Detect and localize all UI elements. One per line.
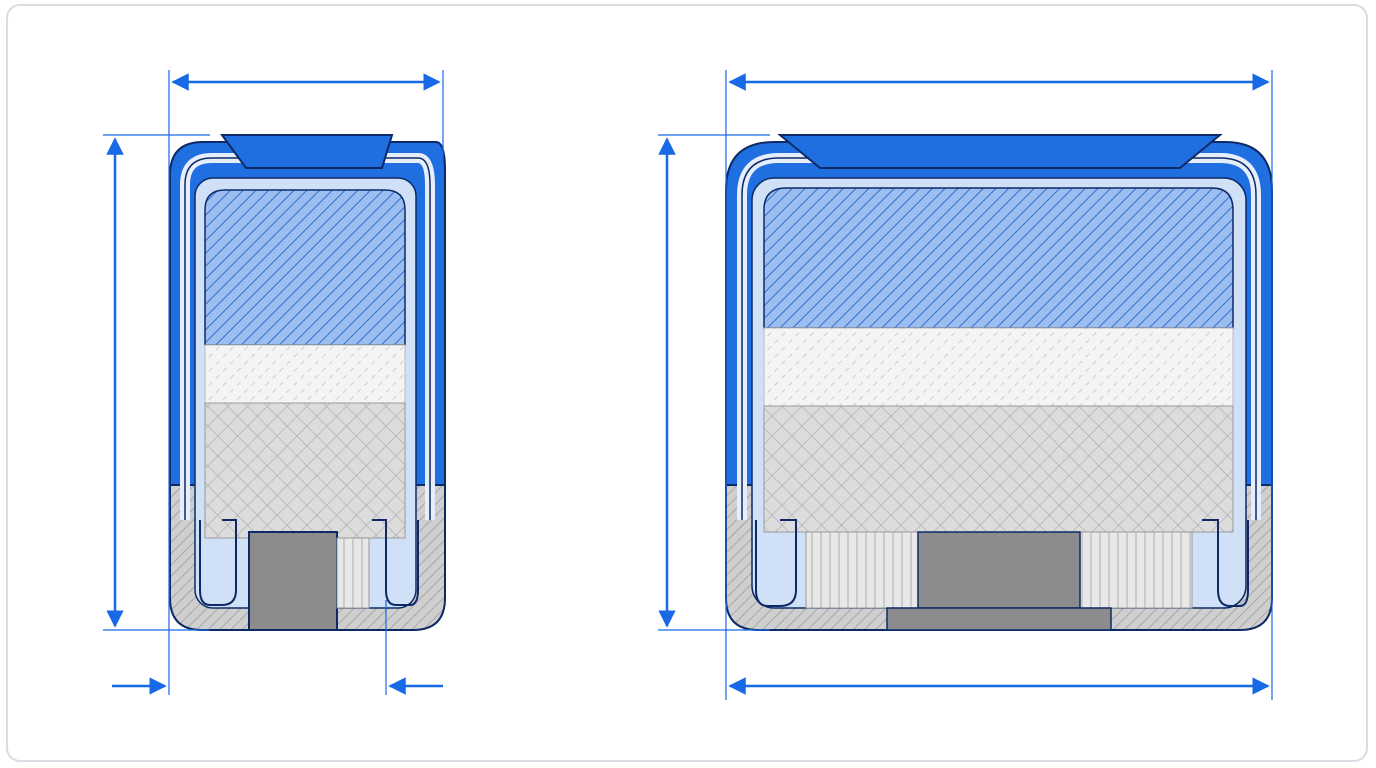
narrow-left-hook (199, 519, 237, 606)
narrow-cross-section (169, 134, 446, 631)
wide-left-hook (755, 519, 797, 607)
narrow-right-hook (372, 519, 419, 606)
wide-terminal-plate (886, 607, 1112, 631)
narrow-cap (220, 134, 394, 169)
wide-right-hook (1202, 519, 1249, 607)
narrow-light-dashed-layer (204, 344, 406, 404)
narrow-crosshatch-layer (204, 402, 406, 539)
wide-left-coil (805, 531, 919, 609)
wide-right-coil (1079, 531, 1193, 609)
narrow-center-terminal (248, 531, 338, 631)
wide-center-terminal (917, 531, 1081, 609)
dimension-lines (103, 70, 1273, 700)
narrow-hatched-blue-layer (204, 189, 406, 346)
narrow-terminal-side (336, 537, 370, 609)
wide-hatched-blue-layer (763, 187, 1234, 329)
wide-cap (777, 134, 1223, 169)
wide-crosshatch-layer (763, 405, 1234, 533)
wide-cross-section (725, 134, 1273, 631)
wide-light-dashed-layer (763, 327, 1234, 407)
